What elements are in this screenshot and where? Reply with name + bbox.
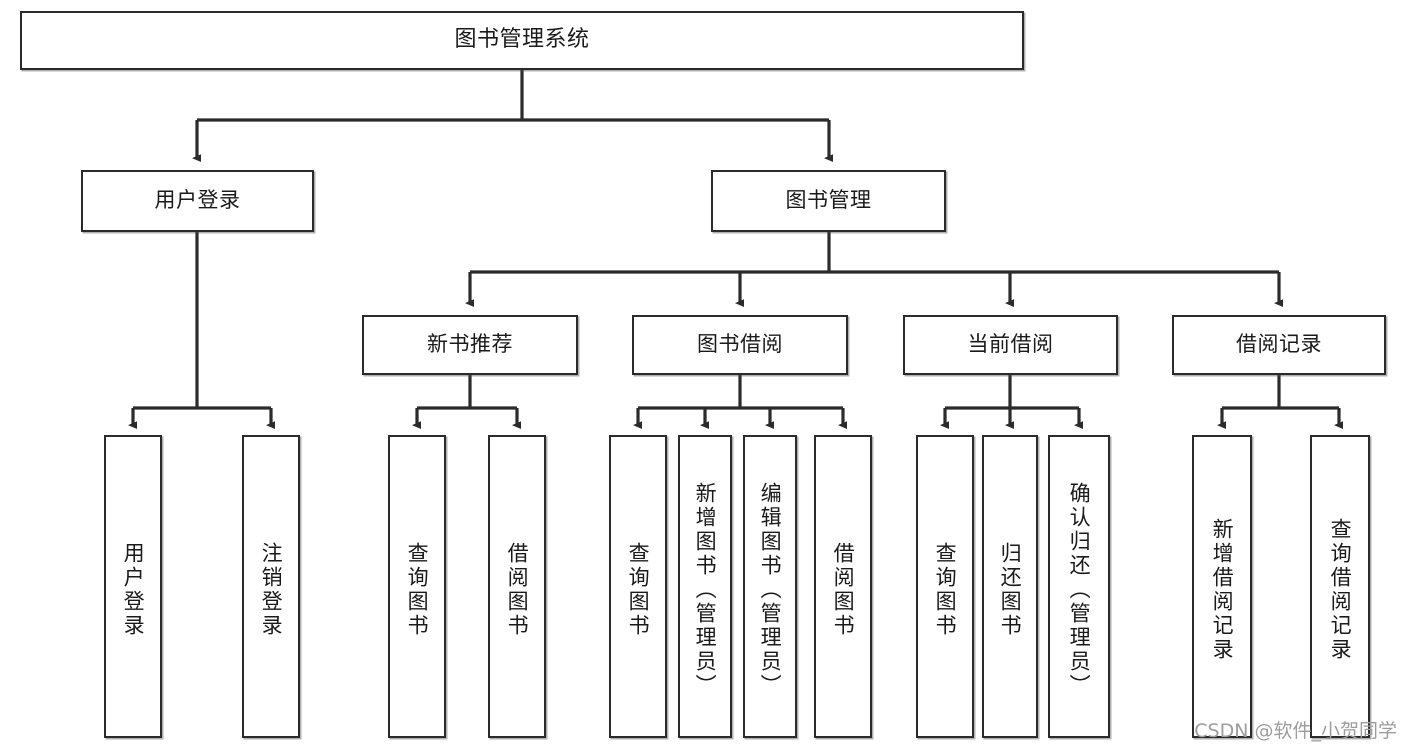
node-borrow-record[interactable]: 借阅记录 — [1172, 315, 1386, 375]
node-book-manage-label: 图书管理 — [785, 188, 872, 213]
node-leaf-query-book-1[interactable]: 查询图书 — [388, 435, 446, 738]
node-root-label: 图书管理系统 — [454, 27, 590, 53]
node-leaf-add-book[interactable]: 新增图书（管理员） — [678, 435, 732, 738]
node-leaf-confirm-return[interactable]: 确认归还（管理员） — [1048, 435, 1110, 738]
node-borrow-record-label: 借阅记录 — [1236, 332, 1322, 357]
node-leaf-add-record[interactable]: 新增借阅记录 — [1192, 435, 1252, 738]
node-book-borrow[interactable]: 图书借阅 — [632, 315, 848, 375]
node-leaf-query-book-3-label: 查询图书 — [933, 541, 958, 638]
node-leaf-borrow-book-1-label: 借阅图书 — [505, 541, 530, 638]
node-leaf-confirm-return-label: 确认归还（管理员） — [1067, 481, 1092, 698]
node-leaf-edit-book-label: 编辑图书（管理员） — [758, 481, 783, 698]
node-leaf-borrow-book-2-label: 借阅图书 — [831, 541, 856, 638]
node-book-manage[interactable]: 图书管理 — [711, 170, 946, 232]
node-new-book-rec-label: 新书推荐 — [427, 332, 513, 357]
watermark: CSDN @软件_小贺同学 — [1194, 720, 1397, 742]
node-leaf-query-book-3[interactable]: 查询图书 — [916, 435, 974, 738]
node-leaf-user-login-label: 用户登录 — [121, 541, 146, 638]
node-new-book-rec[interactable]: 新书推荐 — [362, 315, 578, 375]
node-leaf-borrow-book-1[interactable]: 借阅图书 — [488, 435, 546, 738]
node-leaf-user-login[interactable]: 用户登录 — [104, 435, 162, 738]
node-leaf-logout[interactable]: 注销登录 — [242, 435, 300, 738]
node-user-login[interactable]: 用户登录 — [81, 170, 314, 232]
node-current-borrow[interactable]: 当前借阅 — [903, 315, 1118, 375]
node-leaf-query-book-2-label: 查询图书 — [626, 541, 651, 638]
node-leaf-logout-label: 注销登录 — [259, 541, 284, 638]
node-book-borrow-label: 图书借阅 — [697, 332, 783, 357]
node-leaf-return-book[interactable]: 归还图书 — [982, 435, 1038, 738]
node-leaf-add-record-label: 新增借阅记录 — [1210, 517, 1235, 662]
node-root[interactable]: 图书管理系统 — [20, 11, 1024, 70]
node-current-borrow-label: 当前借阅 — [967, 332, 1054, 357]
node-leaf-add-book-label: 新增图书（管理员） — [693, 481, 718, 698]
node-leaf-borrow-book-2[interactable]: 借阅图书 — [814, 435, 872, 738]
node-leaf-return-book-label: 归还图书 — [998, 541, 1023, 638]
node-leaf-query-record-label: 查询借阅记录 — [1328, 517, 1353, 662]
node-leaf-query-book-1-label: 查询图书 — [405, 541, 430, 638]
node-leaf-query-record[interactable]: 查询借阅记录 — [1310, 435, 1370, 738]
node-user-login-label: 用户登录 — [154, 188, 241, 213]
node-leaf-edit-book[interactable]: 编辑图书（管理员） — [743, 435, 797, 738]
node-leaf-query-book-2[interactable]: 查询图书 — [609, 435, 667, 738]
